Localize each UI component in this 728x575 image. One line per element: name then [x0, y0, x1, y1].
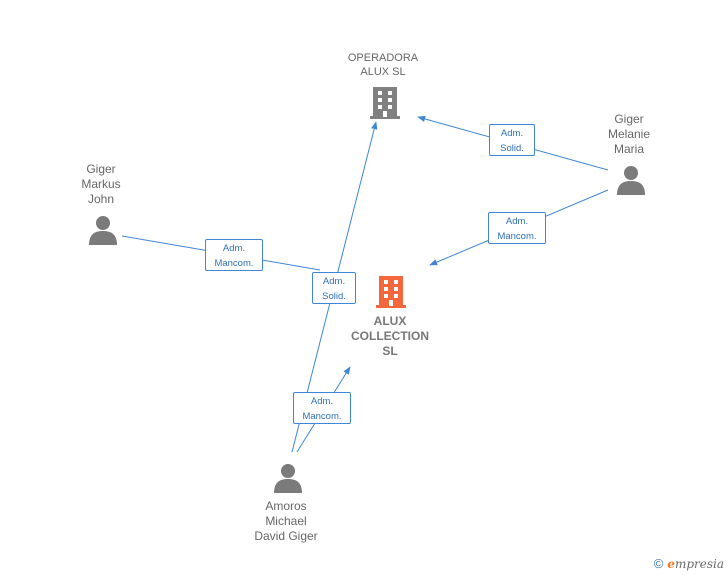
- node-label-alux-collection[interactable]: ALUX COLLECTION SL: [351, 314, 429, 358]
- edge-label-amoros-alux: Adm. Mancom.: [293, 392, 351, 424]
- copyright-symbol: ©: [653, 556, 664, 571]
- empresia-logo[interactable]: empresia: [667, 556, 724, 571]
- person-icon-amoros[interactable]: [274, 464, 302, 493]
- person-icon-melanie[interactable]: [617, 166, 645, 195]
- building-icon[interactable]: [370, 87, 400, 119]
- node-label-markus[interactable]: Giger Markus John: [81, 162, 121, 206]
- building-icon-main[interactable]: [376, 276, 406, 308]
- node-label-amoros[interactable]: Amoros Michael David Giger: [254, 499, 318, 543]
- edge-label-melanie-operadora: Adm. Solid.: [489, 124, 535, 156]
- copyright-footer: © empresia: [654, 556, 724, 571]
- edge-label-melanie-alux: Adm. Mancom.: [488, 212, 546, 244]
- node-label-melanie[interactable]: Giger Melanie Maria: [607, 112, 651, 156]
- node-label-operadora[interactable]: OPERADORA ALUX SL: [347, 52, 419, 78]
- person-icon-markus[interactable]: [89, 216, 117, 245]
- edge-label-markus-alux: Adm. Mancom.: [205, 239, 263, 271]
- edge-label-amoros-operadora: Adm. Solid.: [312, 272, 356, 304]
